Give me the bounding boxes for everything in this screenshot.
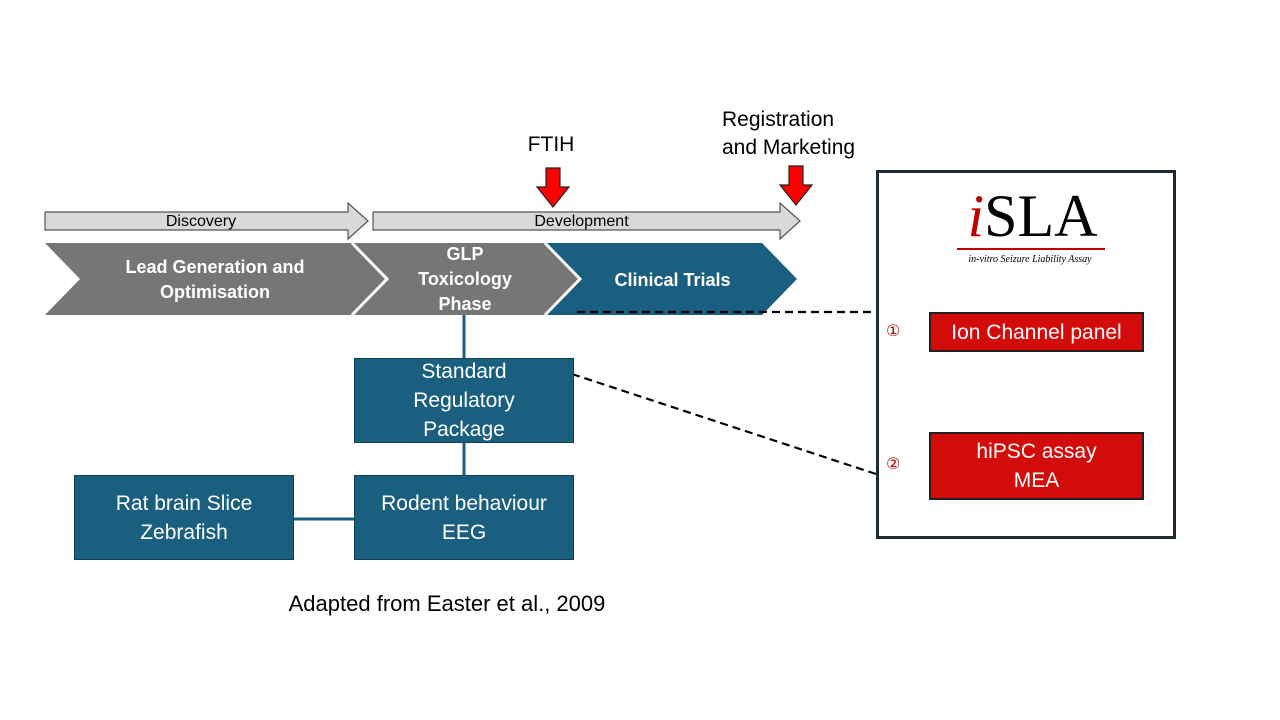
ion-channel-box: Ion Channel panel	[929, 312, 1144, 352]
lead-line1: Lead Generation and	[125, 257, 305, 277]
hipsc-line2: MEA	[1013, 469, 1060, 492]
ftih-label: FTIH	[527, 133, 575, 156]
discovery-label: Discovery	[165, 213, 237, 230]
clinical-trials-chevron	[545, 243, 797, 315]
rat-line1: Rat brain Slice	[115, 491, 253, 515]
registration-line1: Registration	[722, 108, 835, 131]
standard-line1: Standard	[421, 360, 507, 383]
standard-line2: Regulatory	[413, 389, 515, 412]
ftih-arrow	[535, 167, 571, 208]
lead-generation-label: Lead Generation and Optimisation	[80, 255, 350, 305]
isla-subtitle: in-vitro Seizure Liability Assay	[968, 254, 1092, 265]
rodent-line1: Rodent behaviour	[381, 491, 547, 515]
isla-logo-underline	[957, 248, 1105, 250]
ion-channel-label: Ion Channel panel	[951, 320, 1122, 344]
standard-regulatory-box: Standard Regulatory Package	[354, 358, 574, 443]
hipsc-assay-box: hiPSC assay MEA	[929, 432, 1144, 500]
glp-toxicology-chevron	[352, 243, 580, 315]
isla-logo-sla: SLA	[984, 183, 1098, 249]
development-label: Development	[534, 213, 629, 230]
citation: Adapted from Easter et al., 2009	[288, 591, 606, 616]
glp-line3: Phase	[438, 294, 492, 314]
registration-arrow	[778, 165, 814, 206]
clinical-trials-label: Clinical Trials	[614, 270, 731, 290]
glp-line1: GLP	[446, 244, 484, 264]
standard-line3: Package	[423, 418, 505, 441]
glp-toxicology-label: GLP Toxicology Phase	[395, 242, 535, 317]
step1-marker: ①	[886, 323, 901, 340]
hipsc-line1: hiPSC assay	[976, 440, 1097, 463]
step2-marker: ②	[886, 456, 901, 473]
registration-line2: and Marketing	[722, 136, 856, 159]
standard-to-isla-dashed-link	[571, 372, 877, 476]
lead-generation-chevron	[45, 243, 387, 315]
lead-line2: Optimisation	[159, 282, 270, 302]
isla-logo-i: i	[967, 183, 985, 249]
rodent-line2: EEG	[441, 520, 487, 544]
rodent-behaviour-box: Rodent behaviour EEG	[354, 475, 574, 560]
isla-logo: iSLA	[950, 182, 1115, 250]
registration-label: Registration and Marketing	[722, 106, 882, 162]
discovery-arrow	[44, 201, 369, 241]
development-arrow	[372, 201, 801, 241]
rat-line2: Zebrafish	[140, 520, 228, 544]
glp-line2: Toxicology	[418, 269, 512, 289]
rat-brain-box: Rat brain Slice Zebrafish	[74, 475, 294, 560]
